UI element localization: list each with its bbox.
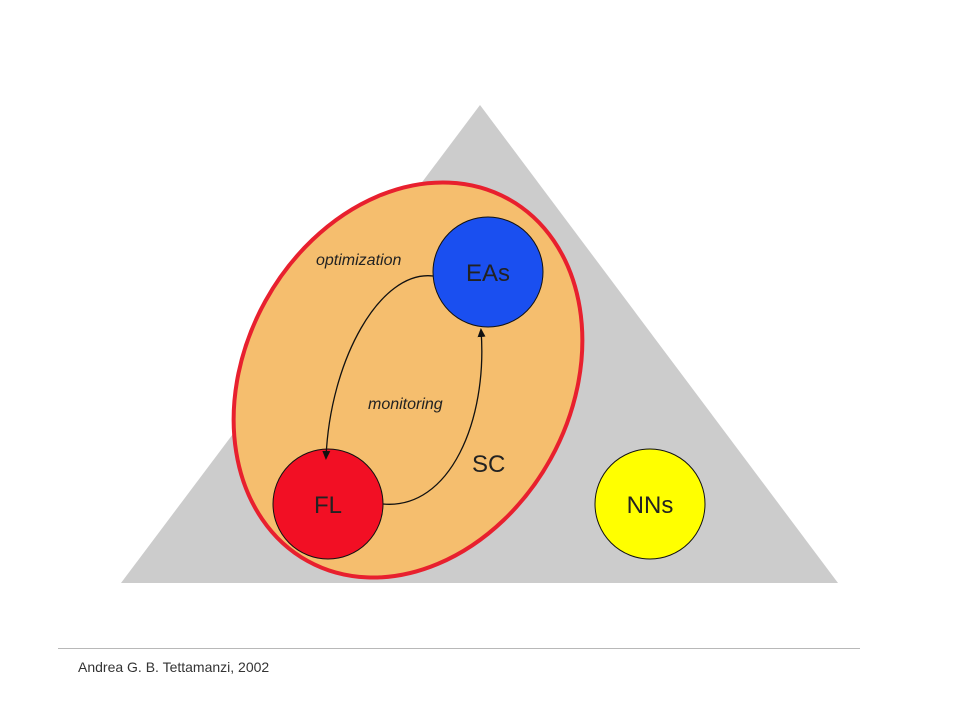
node-eas-label: EAs: [466, 260, 510, 287]
node-eas: EAs: [432, 216, 544, 328]
edge-optimization-arrow: [322, 275, 434, 460]
node-nns-label: NNs: [627, 492, 674, 519]
footer-credit: Andrea G. B. Tettamanzi, 2002: [78, 659, 270, 675]
node-eas-circle: [432, 216, 544, 328]
node-nns: NNs: [594, 448, 706, 560]
edge-monitoring-arrow: [382, 328, 486, 505]
footer-divider: [58, 648, 860, 649]
sc-region-label: SC: [472, 451, 505, 478]
node-fl-label: FL: [314, 492, 342, 519]
node-nns-circle: [594, 448, 706, 560]
node-fl: FL: [272, 448, 384, 560]
edge-optimization-label: optimization: [316, 252, 401, 269]
edge-monitoring-label: monitoring: [368, 396, 443, 413]
